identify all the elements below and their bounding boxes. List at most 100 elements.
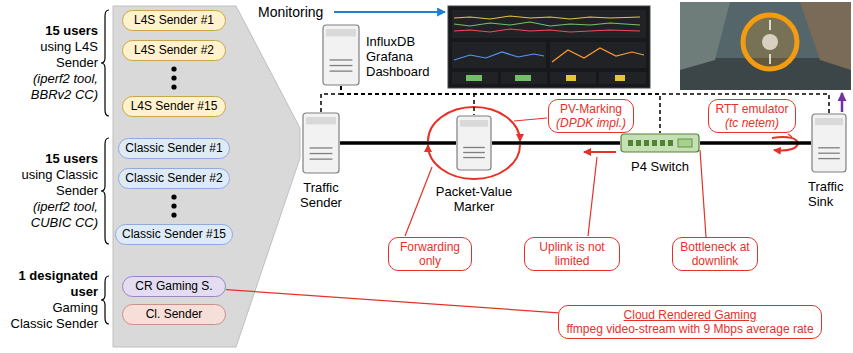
server-slot xyxy=(818,147,840,148)
node-text: Cl. Sender xyxy=(129,307,219,322)
server-icon xyxy=(456,115,492,171)
sender-box: Classic Sender #1 xyxy=(118,138,229,159)
sender-box: L4S Sender #15 xyxy=(122,96,226,117)
callout-box: PV-Marking(DPDK impl.) xyxy=(548,99,634,133)
node-text: L4S Sender #1 xyxy=(129,13,219,28)
game-screenshot xyxy=(680,2,851,90)
node-text: Monitoring xyxy=(258,4,323,20)
callout-box: Bottleneck at downlink xyxy=(672,237,758,271)
node-text: Classic Sender #1 xyxy=(125,141,222,156)
server-slot xyxy=(310,153,333,154)
server-slot xyxy=(818,153,840,154)
monitoring-link xyxy=(341,86,660,133)
server: Packet-Value Marker xyxy=(428,115,520,214)
callout-box: RTT emulator(tc netem) xyxy=(708,99,797,133)
group-label: 1 designated user xyxy=(6,268,98,300)
server-slot xyxy=(463,147,485,148)
leader-line xyxy=(514,118,547,121)
node-text: P4 Switch xyxy=(620,159,700,174)
server-bay xyxy=(815,118,843,125)
node-text: (DPDK impl.) xyxy=(556,116,626,130)
leader-line xyxy=(788,134,792,137)
group-label: 15 users xyxy=(6,23,98,39)
leader-line xyxy=(588,157,597,236)
node-text: PV-Marking xyxy=(556,102,626,116)
node-text: Classic Sender #15 xyxy=(122,227,226,242)
node-text: Traffic Sender xyxy=(289,180,353,210)
node-text: ffmpeg video-stream with 9 Mbps average … xyxy=(566,322,813,336)
group-label: (iperf2 tool, BBRv2 CC) xyxy=(6,71,98,103)
node-text: Traffic Sink xyxy=(808,179,850,209)
sender-box: L4S Sender #1 xyxy=(122,10,226,31)
callout-box: Cloud Rendered Gamingffmpeg video-stream… xyxy=(558,305,821,339)
server-body xyxy=(323,25,359,85)
sender-box: Classic Sender #15 xyxy=(115,224,233,245)
server: Traffic Sink xyxy=(808,113,850,209)
server-glyph xyxy=(302,112,340,174)
server-slot xyxy=(330,65,353,66)
brace xyxy=(101,138,109,244)
server-slot xyxy=(463,157,485,158)
switch-port xyxy=(668,140,673,146)
switch-port xyxy=(628,140,633,146)
node-text: (tc netem) xyxy=(716,116,789,130)
leader-line xyxy=(226,290,558,313)
video-arrow xyxy=(841,93,844,112)
monitoring-arrow xyxy=(334,11,445,13)
server-bay xyxy=(306,117,336,124)
switch-port xyxy=(636,140,641,146)
sender-box: Classic Sender #2 xyxy=(118,168,229,189)
network-link xyxy=(340,141,456,145)
switch-port xyxy=(652,140,657,146)
server-icon xyxy=(322,24,360,86)
server-slot xyxy=(310,158,333,159)
node-text: Bottleneck at downlink xyxy=(680,240,750,268)
network-link xyxy=(700,141,811,145)
node-text: Cloud Rendered Gaming xyxy=(566,308,813,322)
group-label: 15 users xyxy=(6,151,98,167)
leader-line xyxy=(700,150,706,237)
group-label: using L4S Sender xyxy=(20,39,98,71)
server-glyph xyxy=(811,113,847,173)
network-link xyxy=(492,141,620,145)
group-label: Gaming Classic Sender xyxy=(9,300,98,332)
switch-glyph xyxy=(620,133,700,153)
dashboard-screenshot xyxy=(448,6,650,88)
sender-box: Cl. Sender xyxy=(122,304,226,325)
brace xyxy=(101,276,109,324)
switch-icon xyxy=(620,133,700,153)
node-text: L4S Sender #15 xyxy=(129,99,219,114)
switch-port xyxy=(644,140,649,146)
monitoring-link xyxy=(341,86,474,115)
server-icon xyxy=(302,112,340,174)
server-body xyxy=(457,116,491,170)
monitoring-server: MonitoringInfluxDB Grafana Dashboard xyxy=(258,4,443,90)
node-text: L4S Sender #2 xyxy=(129,43,219,58)
server-body xyxy=(812,114,846,172)
server-slot xyxy=(330,59,353,60)
node-text: Forwarding only xyxy=(396,240,464,268)
server-bay xyxy=(326,29,356,36)
node-text: Classic Sender #2 xyxy=(125,171,222,186)
node-text: RTT emulator xyxy=(716,102,789,116)
server-glyph xyxy=(456,115,492,171)
uplink-arrow xyxy=(584,151,616,153)
switch-body xyxy=(621,134,699,152)
p4-switch: P4 Switch xyxy=(620,133,700,174)
server-slot xyxy=(818,158,840,159)
server-bay xyxy=(460,120,488,127)
server-slot xyxy=(463,152,485,153)
group-label: (iperf2 tool, CUBIC CC) xyxy=(6,199,98,231)
node-text: Packet-Value Marker xyxy=(428,184,520,214)
server-slot xyxy=(310,147,333,148)
server-icon xyxy=(811,113,847,173)
group-label: using Classic Sender xyxy=(6,167,98,199)
server-body xyxy=(303,113,339,173)
callout-box: Uplink is not limited xyxy=(524,237,620,271)
node-text: CR Gaming S. xyxy=(129,279,219,294)
monitoring-link xyxy=(321,86,341,112)
sender-box: CR Gaming S. xyxy=(122,276,226,297)
sender-panel xyxy=(113,6,300,347)
server: Traffic Sender xyxy=(289,112,353,210)
callout-box: Forwarding only xyxy=(388,237,472,271)
